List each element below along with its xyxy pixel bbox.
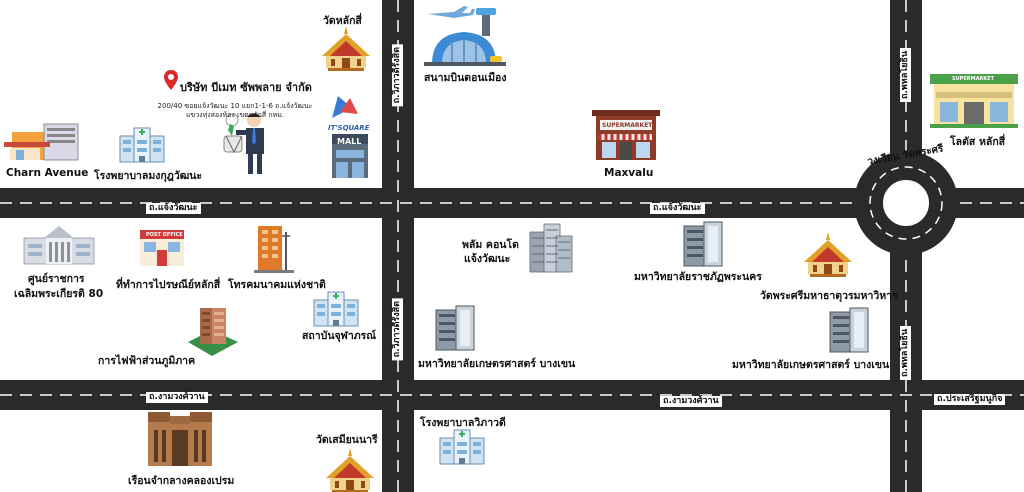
hospital-icon [119, 127, 165, 163]
label-post-office-sign: POST OFFICE [146, 232, 183, 238]
label-charn-avenue: Charn Avenue [6, 167, 89, 179]
label-palm-condo-2: แจ้งวัฒนะ [464, 253, 511, 265]
road-label-prasert-manukitch: ถ.ประเสริฐมนูกิจ [934, 394, 1006, 405]
label-maxvalu-sign: SUPERMARKET [602, 122, 653, 129]
label-chulabhorn: สถาบันจุฬาภรณ์ [302, 330, 377, 342]
company-name: บริษัท บีเมท ซัพพลาย จำกัด [180, 81, 312, 94]
label-wat-lak-si: วัดหลักสี่ [323, 15, 362, 27]
label-it-square: IT'SQUARE [328, 124, 370, 132]
label-ku-bangkhen-2: มหาวิทยาลัยเกษตรศาสตร์ บางเขน [732, 359, 890, 371]
label-palm-condo-1: พลัม คอนโด [462, 239, 519, 251]
label-klong-prem-prison: เรือนจำกลางคลองเปรม [128, 475, 235, 487]
label-mongkutwattana-hospital: โรงพยาบาลมงกุฎวัฒนะ [94, 170, 203, 182]
label-vibhavadi-hospital: โรงพยาบาลวิภาวดี [420, 417, 506, 429]
label-cat-telecom: โทรคมนาคมแห่งชาติ [228, 279, 326, 291]
chulabhorn-institute-icon [313, 291, 359, 327]
road-label-vibhavadi-south: ถ.วิภาวดีรังสิต [392, 298, 403, 361]
label-ku-bangkhen-1: มหาวิทยาลัยเกษตรศาสตร์ บางเขน [418, 358, 576, 370]
airport-icon [424, 6, 506, 66]
label-lotus-lak-si: โลตัส หลักสี่ [950, 136, 1006, 148]
company-info: บริษัท บีเมท ซัพพลาย จำกัด 200/40 ซอยแจ้… [150, 78, 320, 120]
post-office-icon [140, 230, 184, 266]
phranakhon-university-icon [683, 221, 723, 267]
label-maxvalu: Maxvalu [604, 167, 654, 179]
wat-phra-si-icon [804, 232, 852, 277]
telecom-building-icon [254, 226, 294, 273]
road-label-ngam-wong-wan-west: ถ.งามวงศ์วาน [146, 392, 208, 403]
location-pin-icon [164, 70, 178, 90]
it-square-mall-icon [332, 96, 368, 178]
label-don-mueang-airport: สนามบินดอนเมือง [424, 72, 507, 84]
road-label-phahon-south: ถ.พหลโยธิน [900, 326, 911, 381]
businessman-icon [223, 113, 264, 174]
charn-avenue-icon [4, 123, 79, 161]
maxvalu-supermarket-icon [592, 110, 660, 160]
label-phranakhon-university: มหาวิทยาลัยราชภัฏพระนคร [634, 271, 762, 283]
pea-building-icon [188, 308, 238, 356]
label-wat-samian-nari: วัดเสมียนนารี [316, 434, 378, 446]
ku-university-icon [435, 305, 475, 351]
road-label-chaeng-wattana-west: ถ.แจ้งวัฒนะ [146, 203, 201, 214]
wat-lak-si-icon [322, 26, 370, 71]
ku-university-icon-2 [829, 307, 869, 353]
label-post-office: ที่ทำการไปรษณีย์หลักสี่ [116, 279, 221, 291]
company-address-line1: 200/40 ซอยแจ้งวัฒนะ 10 แยก1-1-6 ถ.แจ้งวั… [157, 102, 313, 110]
label-government-center-1: ศูนย์ราชการ [28, 273, 85, 285]
company-address-line2: แขวงทุ่งสองห้อง เขตหลักสี่ กทม. [185, 111, 285, 119]
label-government-center-2: เฉลิมพระเกียรติ 80 [14, 288, 104, 300]
road-label-phahon-north: ถ.พหลโยธิน [900, 48, 911, 103]
label-wat-phra-si: วัดพระศรีมหาธาตุวรมหาวิหาร [760, 290, 898, 302]
road-label-chaeng-wattana-east: ถ.แจ้งวัฒนะ [650, 203, 705, 214]
palm-condo-icon [529, 223, 573, 273]
government-center-icon [23, 226, 95, 265]
label-lotus-sign: SUPERMARKET [952, 76, 994, 82]
road-label-vibhavadi-north: ถ.วิภาวดีรังสิต [392, 44, 403, 107]
wat-samian-nari-icon [326, 448, 374, 492]
road-label-ngam-wong-wan-east: ถ.งามวงศ์วาน [660, 396, 722, 407]
lotus-supermarket-icon [930, 74, 1018, 128]
prison-icon [148, 412, 212, 466]
vibhavadi-hospital-icon [439, 429, 485, 465]
label-pea: การไฟฟ้าส่วนภูมิภาค [98, 355, 196, 367]
label-mall-sign: MALL [337, 137, 362, 146]
